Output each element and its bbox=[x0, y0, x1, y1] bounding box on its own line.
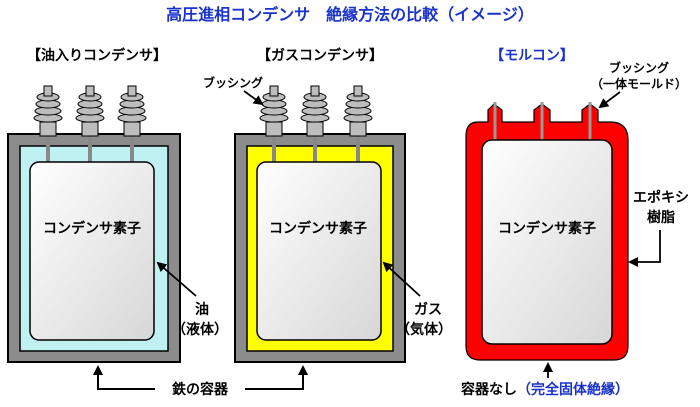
bushing-label: ブッシング bbox=[203, 75, 263, 90]
no-container-line: 容器なし（完全固体絶縁） bbox=[460, 381, 629, 398]
gas-label-2: （気体） bbox=[396, 321, 452, 338]
solid-insulation-label: （完全固体絶縁） bbox=[517, 381, 629, 398]
iron-container-bracket-right bbox=[245, 365, 308, 390]
gas-leader bbox=[382, 261, 421, 297]
oil-leader bbox=[156, 261, 197, 297]
oil-label-1: 油 bbox=[195, 301, 209, 318]
element-label-molcon: コンデンサ素子 bbox=[498, 220, 596, 237]
resin-label-2: 樹脂 bbox=[647, 209, 675, 226]
bushing-gas-2 bbox=[300, 85, 330, 162]
heading-gas: 【ガスコンデンサ】 bbox=[257, 47, 383, 64]
bushing-mold-leader bbox=[598, 91, 621, 109]
molcon-capacitor: コンデンサ素子 bbox=[465, 102, 629, 361]
bushing-oil-1 bbox=[33, 85, 63, 162]
heading-oil: 【油入りコンデンサ】 bbox=[27, 47, 167, 64]
resin-leader bbox=[628, 230, 661, 267]
gas-capacitor: コンデンサ素子 bbox=[234, 85, 406, 363]
bushing-gas-3 bbox=[343, 85, 373, 162]
bushing-mold-label-2: （一体モールド） bbox=[591, 76, 687, 91]
bushing-oil-3 bbox=[117, 85, 147, 162]
bushing-oil-2 bbox=[75, 85, 105, 162]
iron-container-label: 鉄の容器 bbox=[172, 381, 229, 398]
gas-label-1: ガス bbox=[414, 302, 442, 318]
element-label-gas: コンデンサ素子 bbox=[269, 220, 367, 237]
heading-molcon: 【モルコン】 bbox=[490, 48, 574, 64]
bushing-leader bbox=[243, 90, 264, 106]
capacitor-element-gas bbox=[256, 161, 382, 341]
element-label-oil: コンデンサ素子 bbox=[43, 220, 141, 237]
capacitor-element-oil bbox=[29, 161, 155, 341]
page-title: 高圧進相コンデンサ 絶縁方法の比較（イメージ） bbox=[166, 5, 534, 24]
oil-capacitor: コンデンサ素子 bbox=[7, 85, 181, 363]
capacitor-element-molcon bbox=[481, 139, 613, 345]
bushing-gas-1 bbox=[259, 85, 289, 162]
resin-label-1: エポキシ bbox=[633, 189, 689, 206]
oil-label-2: （液体） bbox=[172, 321, 228, 338]
no-container-label: 容器なし bbox=[460, 381, 517, 398]
bushing-mold-label-1: ブッシング bbox=[609, 60, 669, 75]
iron-container-bracket-left bbox=[93, 365, 155, 390]
